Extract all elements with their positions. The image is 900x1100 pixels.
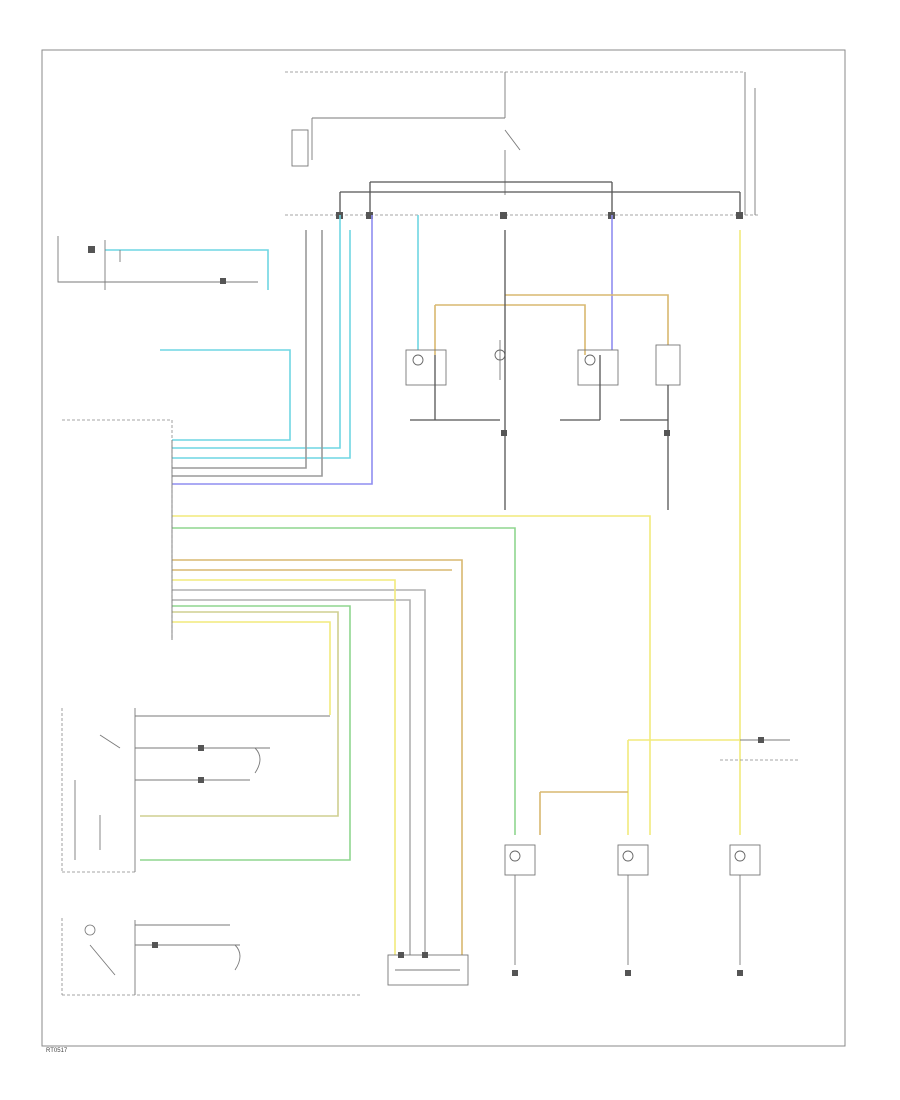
gray-wires xyxy=(172,230,426,955)
stop-lamp-switch xyxy=(387,952,469,986)
olive-wires xyxy=(140,611,339,817)
rear-connector xyxy=(720,737,800,761)
blue-wires xyxy=(172,215,613,485)
green-wires xyxy=(140,527,516,861)
left-front-lamps xyxy=(405,230,507,510)
body-control-module xyxy=(62,419,173,640)
left-upper-module xyxy=(57,236,258,290)
cyan-wires xyxy=(105,215,419,459)
fuse-panel-bus xyxy=(285,181,760,219)
turn-signal-switch xyxy=(61,708,330,873)
yellow-wires xyxy=(172,230,741,955)
orange-wires xyxy=(172,294,669,955)
hazard-switch xyxy=(61,918,360,996)
diagram-code: RT0517 xyxy=(46,1048,68,1054)
rear-lamp-group xyxy=(504,844,761,976)
diagram-frame xyxy=(41,49,846,1047)
top-fuse-block xyxy=(285,71,756,215)
right-front-lamps xyxy=(560,344,681,510)
